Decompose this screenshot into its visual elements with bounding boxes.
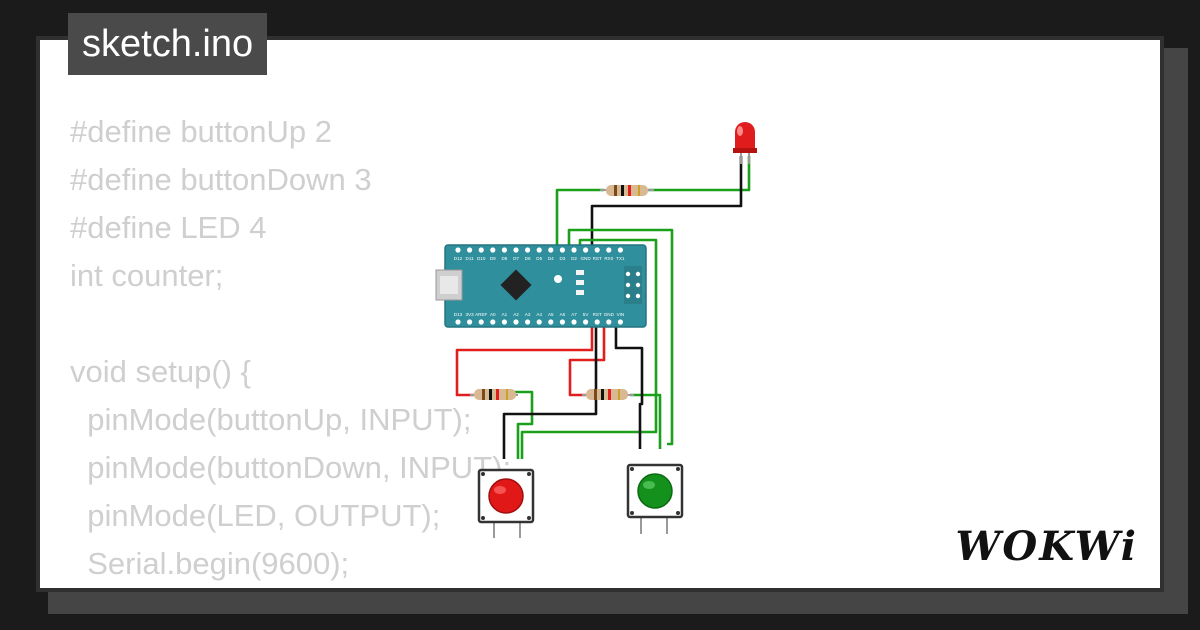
pin-label: D12	[454, 256, 463, 261]
code-line: #define buttonUp 2	[70, 114, 332, 149]
code-line: pinMode(buttonDown, INPUT);	[70, 450, 512, 485]
pin-hole	[513, 247, 519, 253]
wire-green	[567, 228, 674, 446]
pin-hole	[583, 247, 589, 253]
pin-label: A6	[560, 312, 566, 317]
pin-hole	[617, 247, 624, 253]
pin-label: 5V	[583, 312, 590, 317]
pin-label: GND	[580, 256, 591, 261]
push-button-green	[626, 463, 684, 534]
pin-hole	[606, 247, 612, 253]
pin-hole	[467, 247, 473, 253]
wokwi-logo: WOKWi	[955, 523, 1138, 570]
wire-green	[514, 390, 534, 459]
pin-label: D5	[536, 256, 542, 261]
pin-label: A2	[513, 312, 519, 317]
pin-label: VIN	[617, 312, 625, 317]
pin-hole	[594, 247, 600, 253]
pin-label: 3V3	[466, 312, 475, 317]
pin-hole	[501, 319, 507, 325]
pin-hole	[467, 319, 473, 325]
pin-label: RST	[593, 256, 602, 261]
pin-hole	[525, 319, 531, 325]
wire-green	[520, 238, 658, 459]
led-red	[733, 122, 757, 164]
resistor	[470, 389, 518, 400]
pin-label: A3	[525, 312, 531, 317]
wire-green	[630, 393, 662, 449]
code-line: #define LED 4	[70, 210, 267, 245]
pin-label: A7	[571, 312, 577, 317]
pin-hole	[525, 247, 531, 253]
pin-hole	[583, 319, 589, 325]
wire-black	[502, 326, 598, 459]
sketch-filename: sketch.ino	[68, 13, 268, 75]
pin-hole	[548, 247, 554, 253]
pin-hole	[594, 319, 600, 325]
pin-label: AREF	[475, 312, 487, 317]
pin-label: D8	[501, 256, 507, 261]
pin-label: D4	[548, 256, 554, 261]
pin-label: D11	[466, 256, 475, 261]
wire-green	[555, 188, 604, 249]
pin-hole	[513, 319, 519, 325]
wire-red	[455, 326, 594, 397]
preview-card: #define buttonUp 2 #define buttonDown 3 …	[36, 36, 1164, 592]
code-line: Serial.begin(9600);	[70, 546, 350, 581]
pin-hole	[548, 319, 554, 325]
pin-label: RX0	[604, 256, 613, 261]
pin-label: A0	[490, 312, 496, 317]
code-line: #define buttonDown 3	[70, 162, 372, 197]
pin-label: TX1	[616, 256, 625, 261]
pin-label: GND	[604, 312, 615, 317]
pin-hole	[536, 319, 542, 325]
wire-red	[568, 326, 606, 397]
pin-hole	[455, 247, 461, 253]
pin-label: D7	[513, 256, 519, 261]
pin-hole	[559, 319, 566, 325]
wire-green	[648, 156, 751, 192]
pin-label: D2	[571, 256, 577, 261]
pin-label: A5	[548, 312, 554, 317]
reset-button	[554, 275, 562, 283]
pin-label: D10	[477, 256, 486, 261]
pin-hole	[490, 319, 496, 325]
pin-hole	[478, 247, 484, 253]
pin-hole	[501, 247, 507, 253]
pin-label: A4	[536, 312, 542, 317]
pin-label: D13	[454, 312, 463, 317]
pin-hole	[455, 319, 461, 325]
code-line: void setup() {	[70, 354, 251, 389]
pin-hole	[606, 319, 612, 325]
pin-hole	[571, 247, 577, 253]
pin-hole	[490, 247, 496, 253]
pin-label: RST	[593, 312, 602, 317]
pin-hole	[559, 247, 566, 253]
push-button-red	[477, 468, 535, 538]
wire-black	[614, 326, 644, 449]
pin-hole	[536, 247, 542, 253]
pin-hole	[571, 319, 577, 325]
code-preview: #define buttonUp 2 #define buttonDown 3 …	[70, 108, 511, 588]
mcu-chip	[500, 269, 532, 301]
pin-label: D9	[490, 256, 496, 261]
wire-black	[590, 156, 743, 249]
code-line: pinMode(buttonUp, INPUT);	[70, 402, 472, 437]
code-line: pinMode(LED, OUTPUT);	[70, 498, 441, 533]
pin-label: A1	[502, 312, 508, 317]
pin-hole	[617, 319, 624, 325]
pin-label: D3	[559, 256, 565, 261]
pin-hole	[478, 319, 484, 325]
code-line: int counter;	[70, 258, 224, 293]
resistor	[582, 389, 634, 400]
pin-label: D6	[525, 256, 531, 261]
resistor	[600, 185, 654, 196]
